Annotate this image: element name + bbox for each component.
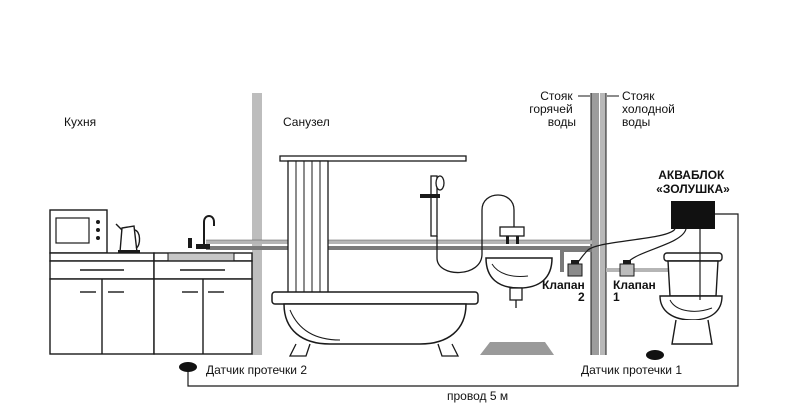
microwave [49,209,108,254]
cold-water-riser [600,93,607,355]
leak-sensor-1 [646,350,664,360]
bathtub [271,291,479,357]
toilet [659,252,723,345]
device-label: АКВАБЛОК «ЗОЛУШКА» [656,168,730,196]
aquablock-device [671,201,715,229]
valve-1 [619,260,635,277]
leak-sensor-2-label: Датчик протечки 2 [206,363,307,377]
control-wires [187,213,739,387]
kitchen-cabinets [49,209,253,355]
water-pipes [206,239,668,272]
bathroom-label: Санузел [283,115,330,129]
leak-sensor-2 [179,362,197,372]
cold-riser-label: Стояк холодной воды [622,89,678,129]
shower-head [420,175,515,274]
kitchen-faucet [188,215,215,249]
wash-basin [485,257,553,308]
hot-water-riser [590,93,599,355]
wash-basin-mixer [499,226,525,244]
bath-mat [480,342,554,355]
valve-2 [567,260,583,277]
shower-curtain [279,155,467,295]
kitchen-label: Кухня [64,115,96,129]
kettle [115,223,141,253]
leak-sensor-1-label: Датчик протечки 1 [581,363,682,377]
partition-wall [252,93,262,355]
wire-length-label: провод 5 м [447,389,508,403]
hot-riser-label: Стояк горячей воды [529,89,576,129]
valve-1-label: Клапан 1 [613,278,659,304]
valve-2-label: Клапан 2 [542,278,588,304]
